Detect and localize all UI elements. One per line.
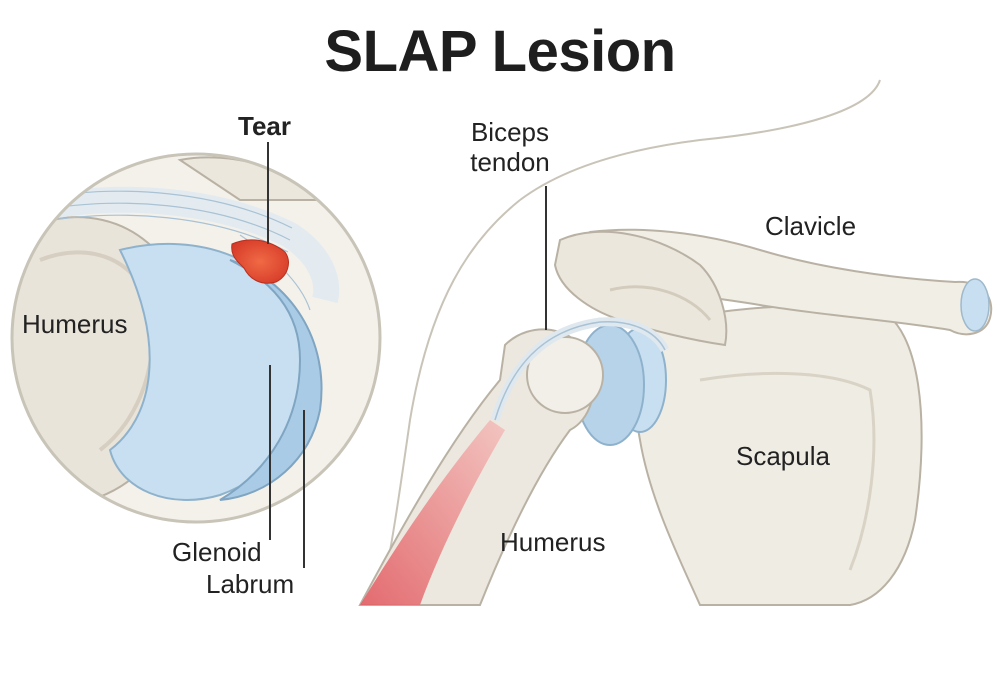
label-humerus-main: Humerus (500, 527, 606, 557)
inset-detail (12, 154, 380, 522)
label-tear: Tear (238, 111, 291, 141)
inset-border (10, 152, 382, 524)
label-biceps-line2: tendon (470, 146, 550, 177)
neck-outline (519, 79, 881, 201)
biceps-tendon-inset (27, 186, 340, 304)
label-glenoid: Glenoid (172, 537, 262, 567)
label-labrum: Labrum (206, 569, 295, 599)
arm-muscle (360, 420, 505, 605)
label-biceps-line1: Biceps (470, 117, 550, 147)
humeral-head-main (526, 336, 604, 414)
page-title: SLAP Lesion (324, 19, 676, 84)
label-biceps-tendon: Biceps tendon (460, 117, 560, 178)
label-humerus-inset: Humerus (22, 309, 128, 339)
labrum-inset-shape (219, 259, 323, 501)
tear-mark (231, 239, 289, 284)
label-clavicle: Clavicle (765, 211, 857, 241)
label-scapula: Scapula (736, 441, 830, 471)
